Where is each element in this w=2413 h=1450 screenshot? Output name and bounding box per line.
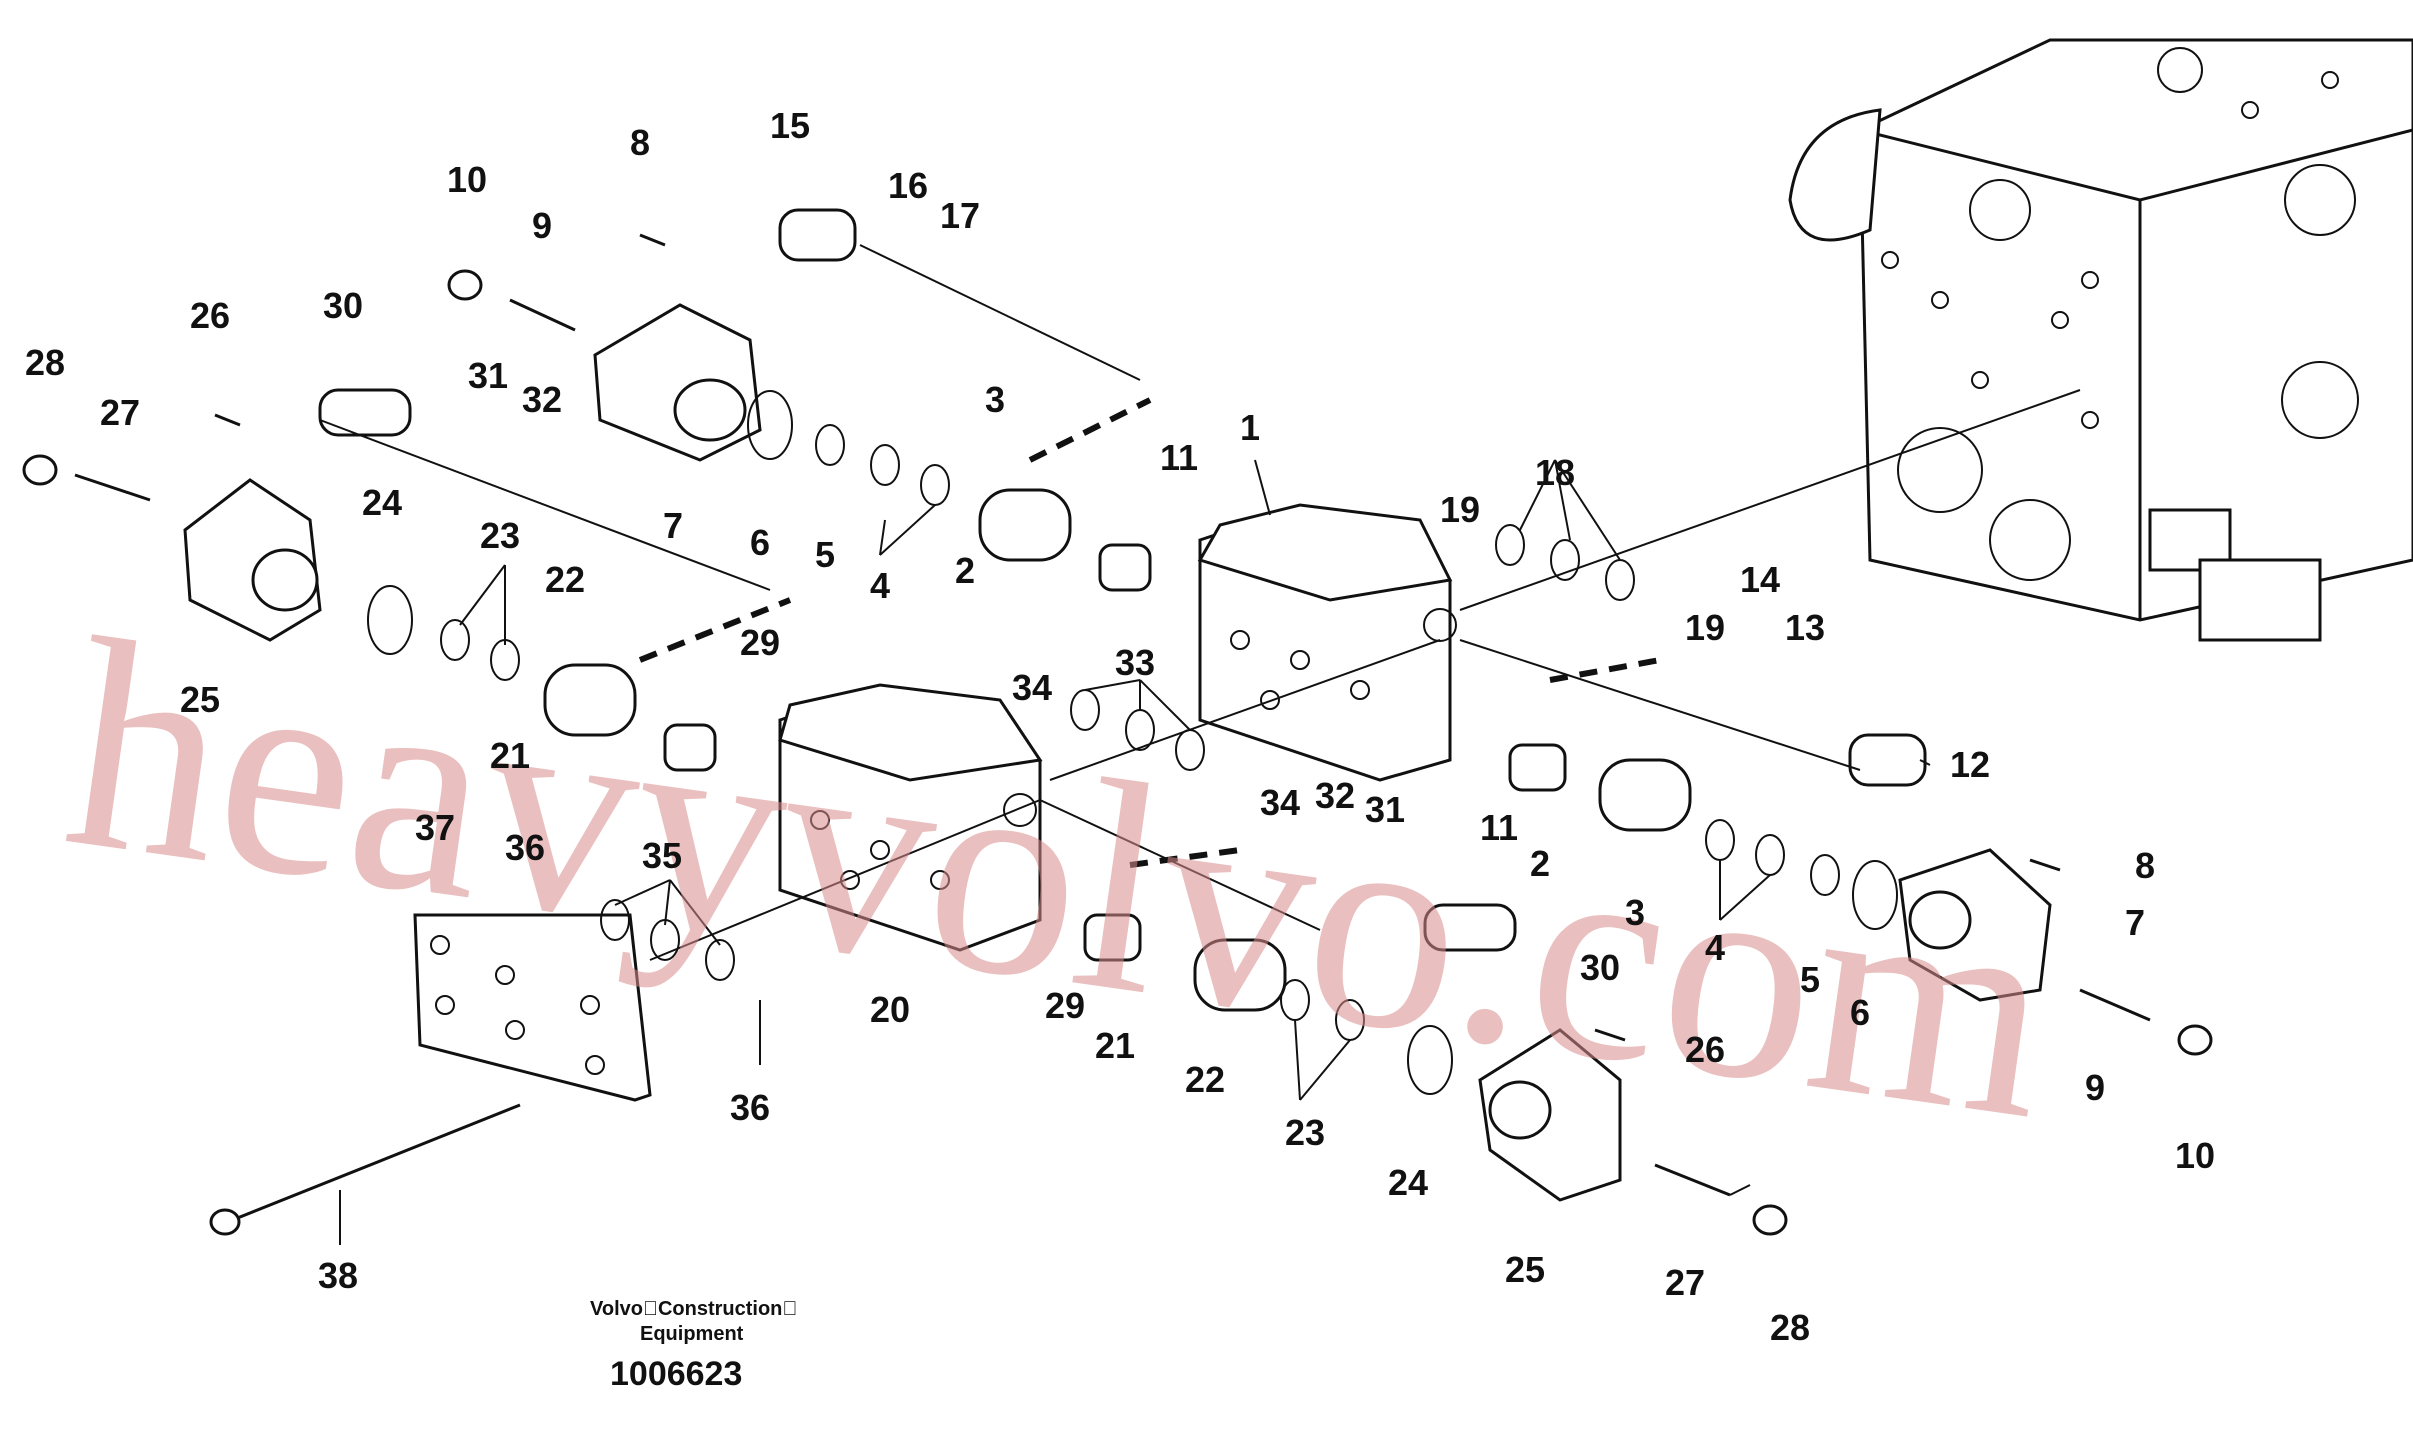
callout-6a: 6 xyxy=(750,522,770,563)
callout-32b: 32 xyxy=(1315,775,1355,816)
main-valve-housing xyxy=(1788,38,2413,642)
callout-22b: 22 xyxy=(1185,1059,1225,1100)
callout-7a: 7 xyxy=(663,505,683,546)
callout-29a: 29 xyxy=(740,622,780,663)
callout-9b: 9 xyxy=(2085,1067,2105,1108)
callout-3b: 3 xyxy=(1625,892,1645,933)
callout-25b: 25 xyxy=(1505,1249,1545,1290)
callout-13: 13 xyxy=(1785,607,1825,648)
springs xyxy=(543,488,1692,1012)
callout-23b: 23 xyxy=(1285,1112,1325,1153)
callout-6b: 6 xyxy=(1850,992,1870,1033)
watermark-text: heavyvolvo.com xyxy=(51,576,2069,1183)
callout-5b: 5 xyxy=(1800,959,1820,1000)
caption-line1: Volvo Construction  xyxy=(590,1298,797,1320)
plugs xyxy=(318,208,1927,962)
callout-11b: 11 xyxy=(1480,807,1518,848)
callout-1: 1 xyxy=(1240,407,1260,448)
callout-5a: 5 xyxy=(815,534,835,575)
callout-10b: 10 xyxy=(2175,1135,2215,1176)
callout-23a: 23 xyxy=(480,515,520,556)
caption-number: 1006623 xyxy=(610,1355,742,1393)
callout-30b: 30 xyxy=(1580,947,1620,988)
long-bolt xyxy=(209,1103,521,1236)
callout-29b: 29 xyxy=(1045,985,1085,1026)
valve-section-upper xyxy=(1197,503,1457,782)
callout-14: 14 xyxy=(1740,559,1780,600)
callout-19b: 19 xyxy=(1685,607,1725,648)
callout-7b: 7 xyxy=(2125,902,2145,943)
callout-labels: 1 2 2 3 3 4 4 5 5 6 6 7 7 8 8 9 9 10 10 … xyxy=(25,105,2215,1348)
cover-upper-left xyxy=(593,303,762,462)
callout-25a: 25 xyxy=(180,679,220,720)
valve-section-lower xyxy=(778,683,1043,952)
callout-38: 38 xyxy=(318,1255,358,1296)
callout-3a: 3 xyxy=(985,379,1005,420)
callout-21b: 21 xyxy=(1095,1025,1135,1066)
callout-8b: 8 xyxy=(2135,845,2155,886)
callout-4b: 4 xyxy=(1705,927,1725,968)
cover-left xyxy=(183,478,322,642)
callout-26a: 26 xyxy=(190,295,230,336)
callout-2b: 2 xyxy=(1530,843,1550,884)
callout-17: 17 xyxy=(940,195,980,236)
end-plate xyxy=(413,913,652,1102)
callout-8a: 8 xyxy=(630,122,650,163)
callout-27b: 27 xyxy=(1665,1262,1705,1303)
bolts-and-nuts xyxy=(22,233,2213,1236)
callout-15: 15 xyxy=(770,105,810,146)
callout-37: 37 xyxy=(415,807,455,848)
callout-33: 33 xyxy=(1115,642,1155,683)
callout-2a: 2 xyxy=(955,550,975,591)
callout-28b: 28 xyxy=(1770,1307,1810,1348)
assembly-lines xyxy=(319,244,2081,961)
callout-9a: 9 xyxy=(532,205,552,246)
cover-bottom xyxy=(1478,1028,1622,1202)
callout-20: 20 xyxy=(870,989,910,1030)
callout-21a: 21 xyxy=(490,735,530,776)
callout-30a: 30 xyxy=(323,285,363,326)
callout-4a: 4 xyxy=(870,565,890,606)
callout-28a: 28 xyxy=(25,342,65,383)
callout-24a: 24 xyxy=(362,482,402,523)
callout-16: 16 xyxy=(888,165,928,206)
callout-34a: 34 xyxy=(1012,667,1052,708)
callout-27a: 27 xyxy=(100,392,140,433)
caption-block: Volvo Construction  Equipment 1006623 xyxy=(590,1298,797,1393)
caption-line2: Equipment xyxy=(640,1323,744,1345)
callout-31a: 31 xyxy=(468,355,508,396)
callout-34b: 34 xyxy=(1260,782,1300,823)
callout-31b: 31 xyxy=(1365,789,1405,830)
callout-10a: 10 xyxy=(447,159,487,200)
callout-26b: 26 xyxy=(1685,1029,1725,1070)
callout-24b: 24 xyxy=(1388,1162,1428,1203)
callout-36a: 36 xyxy=(505,827,545,868)
callout-35: 35 xyxy=(642,835,682,876)
callout-11a: 11 xyxy=(1160,437,1198,478)
callout-18: 18 xyxy=(1535,452,1575,493)
callout-12: 12 xyxy=(1950,744,1990,785)
callout-32a: 32 xyxy=(522,379,562,420)
callout-36b: 36 xyxy=(730,1087,770,1128)
cover-right xyxy=(1898,848,2052,1002)
leader-lines xyxy=(339,459,1931,1245)
callout-22a: 22 xyxy=(545,559,585,600)
callout-19a: 19 xyxy=(1440,489,1480,530)
